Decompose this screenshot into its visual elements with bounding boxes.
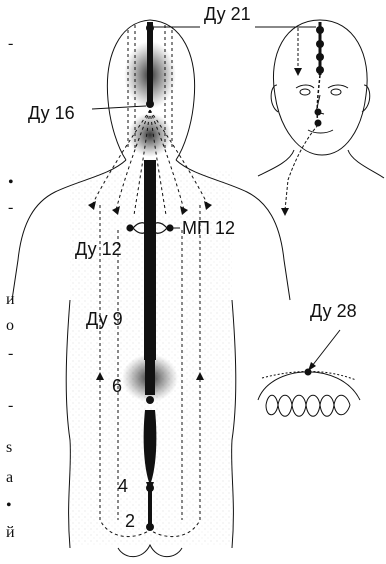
du21-point: [146, 24, 154, 32]
margin-fragment: о: [6, 318, 14, 334]
margin-fragment: -: [8, 200, 13, 216]
label-du16: Ду 16: [28, 104, 75, 122]
label-6: 6: [112, 377, 122, 395]
margin-fragment: -: [8, 398, 13, 414]
point-2: [146, 523, 154, 531]
margin-fragment: -: [8, 36, 13, 52]
margin-fragment: а: [6, 470, 13, 486]
label-4: 4: [118, 477, 128, 495]
margin-fragment: •: [8, 175, 14, 191]
du9-point: [146, 296, 154, 304]
point-6: [146, 396, 154, 404]
margin-fragment: и: [6, 292, 15, 308]
margin-fragment: й: [6, 525, 15, 541]
teeth-illustration: [258, 371, 360, 416]
label-du9: Ду 9: [86, 310, 123, 328]
du21-point-head: [316, 26, 324, 34]
label-du28: Ду 28: [310, 302, 357, 320]
label-du21: Ду 21: [204, 5, 251, 23]
head-meridian: [281, 22, 324, 216]
margin-fragment: s: [6, 440, 12, 456]
label-du12: Ду 12: [75, 240, 122, 258]
label-mp12: МП 12: [182, 219, 235, 237]
du16-point: [146, 100, 154, 108]
label-2: 2: [125, 512, 135, 530]
margin-fragment: •: [6, 498, 12, 514]
margin-fragment: -: [8, 346, 13, 362]
du28-point: [305, 369, 312, 376]
